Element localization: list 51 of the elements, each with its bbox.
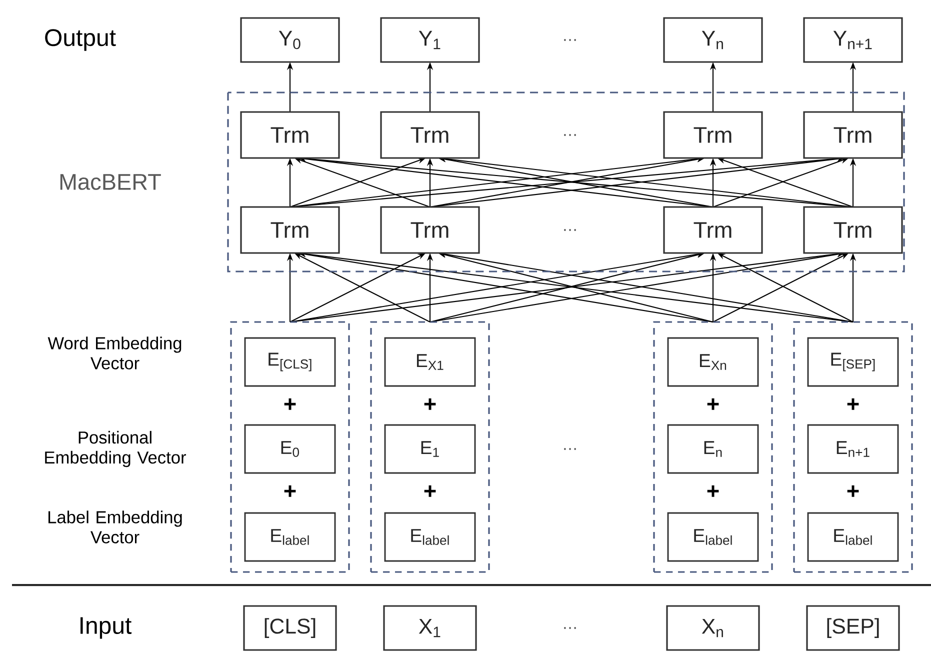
token-box: X$_{1}$ <box>383 605 477 651</box>
embedding-box: E$_{label}$ <box>384 512 476 562</box>
embedding-box: E$_{label}$ <box>244 512 336 562</box>
embedding-box: E$_{n+1}$ <box>807 424 899 474</box>
dashed-group-box <box>793 321 913 573</box>
row-label: Label Embedding Vector <box>48 510 182 544</box>
embedding-box: E$_{1}$ <box>384 424 476 474</box>
embedding-box: E$_{label}$ <box>667 512 759 562</box>
token-box: Y$_{1}$ <box>380 17 480 63</box>
ellipsis: … <box>564 627 576 629</box>
embedding-box: E$_{[CLS]}$ <box>244 337 336 387</box>
row-label: Positional Embedding Vector <box>45 430 186 468</box>
plus-sign: + <box>707 398 719 410</box>
row-label: Word Embedding Vector <box>48 336 182 370</box>
transformer-box: Trm <box>240 206 340 254</box>
token-box: [SEP] <box>806 605 900 651</box>
embedding-box: E$_{Xn}$ <box>667 337 759 387</box>
transformer-box: Trm <box>240 111 340 159</box>
token-box: Y$_{n+1}$ <box>803 17 903 63</box>
ellipsis: … <box>564 448 576 450</box>
embedding-box: E$_{0}$ <box>244 424 336 474</box>
transformer-box: Trm <box>380 206 480 254</box>
row-label: Input <box>80 617 132 639</box>
embedding-box: E$_{[SEP]}$ <box>807 337 899 387</box>
ellipsis: … <box>564 39 576 41</box>
token-box: Y$_{n}$ <box>663 17 763 63</box>
plus-sign: + <box>284 485 296 497</box>
token-box: X$_{n}$ <box>666 605 760 651</box>
dashed-group-box <box>230 321 350 573</box>
transformer-box: Trm <box>380 111 480 159</box>
ellipsis: … <box>564 134 576 136</box>
dashed-group-box <box>370 321 490 573</box>
plus-sign: + <box>847 485 859 497</box>
ellipsis: … <box>564 229 576 231</box>
token-box: [CLS] <box>243 605 337 651</box>
plus-sign: + <box>424 485 436 497</box>
embedding-box: E$_{label}$ <box>807 512 899 562</box>
plus-sign: + <box>707 485 719 497</box>
transformer-box: Trm <box>663 206 763 254</box>
plus-sign: + <box>847 398 859 410</box>
plus-sign: + <box>424 398 436 410</box>
plus-sign: + <box>284 398 296 410</box>
transformer-box: Trm <box>803 111 903 159</box>
transformer-box: Trm <box>663 111 763 159</box>
transformer-box: Trm <box>803 206 903 254</box>
dashed-group-box <box>653 321 773 573</box>
row-label: Output <box>45 29 116 51</box>
model-label: MacBERT <box>60 174 161 190</box>
token-box: Y$_{0}$ <box>240 17 340 63</box>
embedding-box: E$_{n}$ <box>667 424 759 474</box>
embedding-box: E$_{X1}$ <box>384 337 476 387</box>
